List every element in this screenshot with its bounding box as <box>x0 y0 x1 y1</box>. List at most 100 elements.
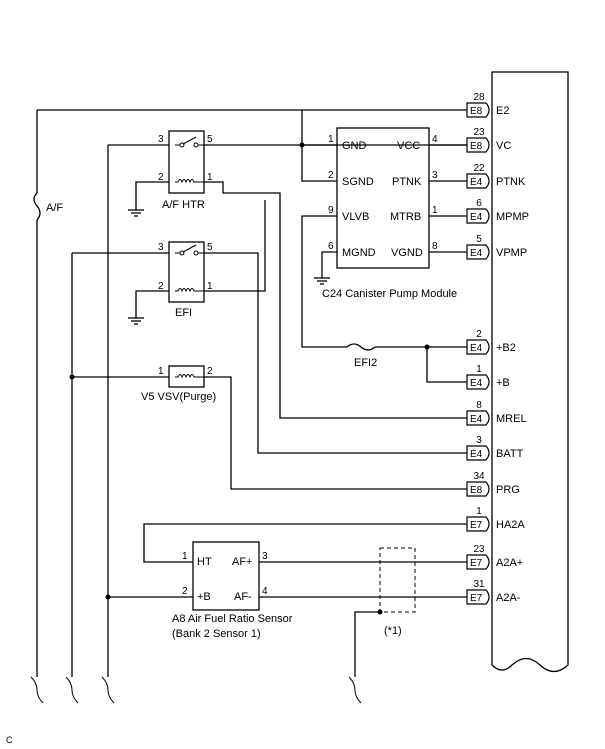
ecm-signal-name: A2A+ <box>496 557 523 569</box>
ecm-connector-id: E8 <box>470 485 483 496</box>
ecm-terminal: E4 1 +B <box>466 364 510 390</box>
ecm-connector-id: E4 <box>470 177 483 188</box>
c24-pin-ptnk-label: PTNK <box>392 176 422 188</box>
a8-pin-b-label: +B <box>197 591 211 603</box>
efi2-fuse: EFI2 <box>346 343 377 369</box>
ecm-pin-number: 31 <box>473 579 485 590</box>
c24-label: C24 Canister Pump Module <box>322 288 457 300</box>
efi-pin-3: 3 <box>158 242 164 253</box>
a8-label-line2: (Bank 2 Sensor 1) <box>172 628 261 640</box>
ecm-connector-id: E4 <box>470 414 483 425</box>
ecm-connector-tag <box>466 589 490 605</box>
af-htr-label: A/F HTR <box>162 199 205 211</box>
ecm-pin-number: 23 <box>473 127 485 138</box>
vsv-label: V5 VSV(Purge) <box>141 391 216 403</box>
ecm-block <box>491 71 569 673</box>
a8-pin-b-num: 2 <box>182 586 188 597</box>
a8-pin-afm-num: 4 <box>262 586 268 597</box>
shield-note: (*1) <box>384 625 402 637</box>
c24-pin-ptnk-num: 3 <box>432 170 438 181</box>
ecm-connector-tag <box>466 516 490 532</box>
ecm-connector-tag <box>466 554 490 570</box>
vsv-pin-1: 1 <box>158 366 164 377</box>
ecm-pin-number: 23 <box>473 544 485 555</box>
ecm-signal-name: PRG <box>496 484 520 496</box>
a8-label-line1: A8 Air Fuel Ratio Sensor <box>172 613 293 625</box>
efi2-label: EFI2 <box>354 357 377 369</box>
ecm-signal-name: BATT <box>496 448 524 460</box>
ecm-terminals: E828E2E823VCE422PTNKE46MPMPE45VPMPE42+B2… <box>466 92 529 605</box>
ecm-connector-id: E4 <box>470 378 483 389</box>
c24-pin-gnd-num: 1 <box>328 134 334 145</box>
af-fuse: A/F <box>33 192 63 221</box>
c24-pin-sgnd-num: 2 <box>328 170 334 181</box>
efi-pin-1: 1 <box>207 281 213 292</box>
ecm-signal-name: HA2A <box>496 519 525 531</box>
ecm-pin-number: 6 <box>476 198 482 209</box>
ecm-signal-name: +B <box>496 377 510 389</box>
a8-pin-afp-num: 3 <box>262 551 268 562</box>
ecm-pin-number: 28 <box>473 92 485 103</box>
ecm-signal-name: PTNK <box>496 176 526 188</box>
c24-pin-vcc-label: VCC <box>397 140 420 152</box>
ecm-connector-id: E4 <box>470 248 483 259</box>
ecm-signal-name: MPMP <box>496 211 529 223</box>
vsv-pin-2: 2 <box>207 366 213 377</box>
ecm-connector-tag <box>466 374 490 390</box>
ecm-pin-number: 1 <box>476 364 482 375</box>
ecm-connector-tag <box>466 244 490 260</box>
ecm-connector-tag <box>466 339 490 355</box>
af-htr-pin-3: 3 <box>158 134 164 145</box>
ecm-connector-id: E4 <box>470 449 483 460</box>
af-htr-relay: 3 5 2 1 A/F HTR <box>158 130 213 211</box>
ecm-connector-id: E8 <box>470 141 483 152</box>
ecm-connector-tag <box>466 410 490 426</box>
c24-pin-gnd-label: GND <box>342 140 367 152</box>
vsv-purge: 1 2 V5 VSV(Purge) <box>141 365 216 403</box>
ecm-connector-tag <box>466 137 490 153</box>
c24-pin-mgnd-label: MGND <box>342 247 376 259</box>
ecm-connector-tag <box>466 208 490 224</box>
ecm-pin-number: 5 <box>476 234 482 245</box>
left-feed-wires <box>30 110 115 704</box>
corner-mark: C <box>6 735 13 745</box>
ecm-pin-number: 2 <box>476 329 482 340</box>
ecm-terminal: E4 2 +B2 <box>466 329 516 355</box>
a8-pin-afm-label: AF- <box>234 591 252 603</box>
canister-pump-module: 1 GND 2 SGND 9 VLVB 6 MGND 4 VCC 3 PTNK … <box>322 127 457 300</box>
ecm-connector-id: E4 <box>470 343 483 354</box>
efi-label: EFI <box>175 307 192 319</box>
ecm-connector-tag <box>466 173 490 189</box>
ecm-signal-name: MREL <box>496 413 527 425</box>
ecm-connector-id: E7 <box>470 593 483 604</box>
ecm-connector-tag <box>466 481 490 497</box>
c24-pin-mtrb-num: 1 <box>432 205 438 216</box>
ecm-pin-number: 34 <box>473 471 485 482</box>
ecm-signal-name: VC <box>496 140 511 152</box>
ecm-connector-id: E8 <box>470 106 483 117</box>
ecm-signal-name: +B2 <box>496 342 516 354</box>
efi-relay: 3 5 2 1 EFI <box>158 241 213 319</box>
af-fuse-label: A/F <box>46 202 63 214</box>
c24-pin-vgnd-num: 8 <box>432 241 438 252</box>
c24-pin-vcc-num: 4 <box>432 134 438 145</box>
efi-pin-5: 5 <box>207 242 213 253</box>
ecm-connector-tag <box>466 445 490 461</box>
af-htr-pin-2: 2 <box>158 172 164 183</box>
ecm-signal-name: A2A- <box>496 592 521 604</box>
ecm-connector-id: E7 <box>470 558 483 569</box>
efi-pin-2: 2 <box>158 281 164 292</box>
af-ratio-sensor: 1 HT 2 +B 3 AF+ 4 AF- A8 Air Fuel Ratio … <box>172 541 293 640</box>
af-htr-pin-5: 5 <box>207 134 213 145</box>
ecm-pin-number: 3 <box>476 435 482 446</box>
c24-pin-mtrb-label: MTRB <box>390 211 421 223</box>
